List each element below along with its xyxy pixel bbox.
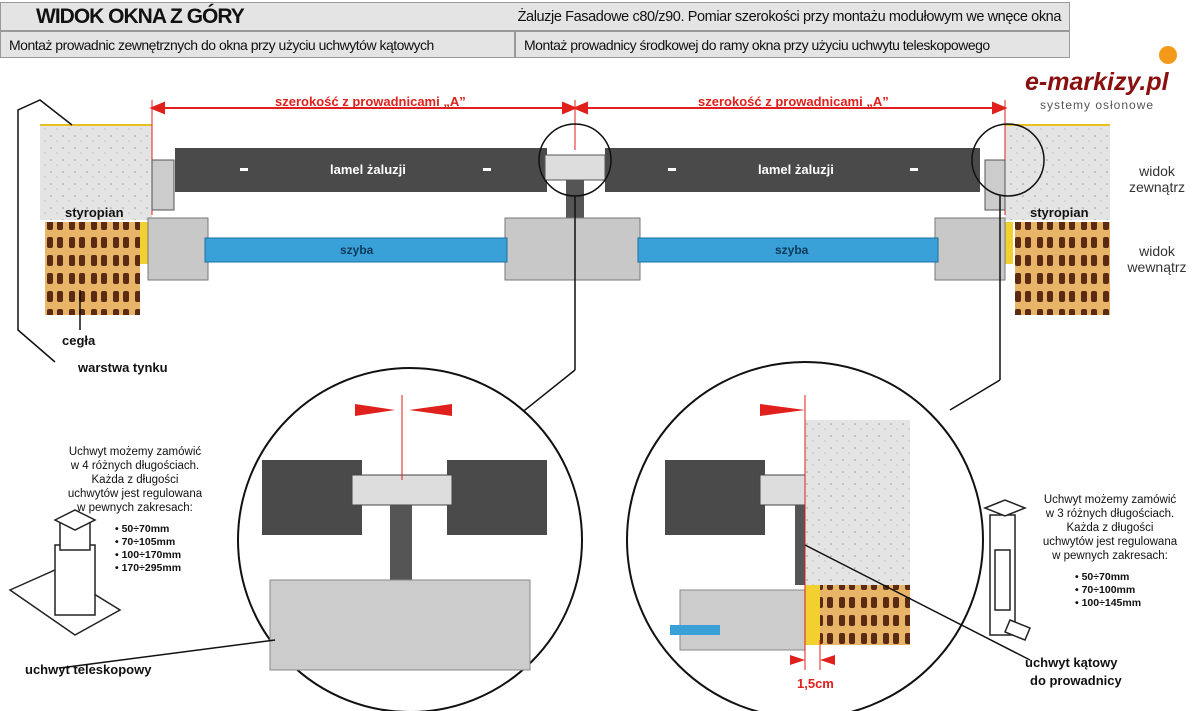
range-item: • 100÷145mm: [1075, 597, 1142, 609]
angle-bracket-illustration: [982, 499, 1031, 641]
lamel-label-right: lamel żaluzji: [758, 162, 834, 177]
range-item: • 50÷70mm: [1075, 571, 1130, 583]
header-row-1: WIDOK OKNA Z GÓRY Żaluzje Fasadowe c80/z…: [0, 2, 1070, 31]
note-line: w 3 różnych długościach.: [1045, 508, 1175, 520]
styrofoam-label-right: styropian: [1030, 205, 1089, 220]
range-item: • 70÷100mm: [1075, 584, 1136, 596]
range-item: • 50÷70mm: [115, 523, 170, 535]
offset-label: 1,5cm: [797, 676, 834, 691]
right-caption-cell: Montaż prowadnicy środkowej do ramy okna…: [515, 31, 1070, 58]
styrofoam-label-left: styropian: [65, 205, 124, 220]
width-label-left: szerokość z prowadnicami „A”: [275, 94, 466, 109]
range-item: • 70÷105mm: [115, 536, 176, 548]
glass-label-right: szyba: [775, 243, 809, 257]
glass-right: [637, 237, 939, 263]
left-caption: Montaż prowadnic zewnętrznych do okna pr…: [9, 37, 434, 53]
logo-sun-icon: [1159, 46, 1177, 64]
width-label-right: szerokość z prowadnicami „A”: [698, 94, 889, 109]
logo-tagline: systemy osłonowe: [1040, 98, 1155, 112]
view-inside-label: widok wewnątrz: [1127, 243, 1187, 275]
telescopic-note: Uchwyt możemy zamówić w 4 różnych długoś…: [55, 445, 215, 575]
range-item: • 170÷295mm: [115, 562, 182, 574]
range-item: • 100÷170mm: [115, 549, 182, 561]
telescopic-bracket-illustration: [8, 509, 122, 636]
angle-note: Uchwyt możemy zamówić w 3 różnych długoś…: [1030, 493, 1190, 610]
view-outside-label: widok zewnątrz: [1128, 163, 1186, 195]
note-line: uchwytów jest regulowana: [67, 488, 203, 500]
left-concrete-wall: [40, 125, 152, 220]
glass-left: [204, 237, 508, 263]
logo-name: e-markizy.pl: [1025, 68, 1169, 96]
right-caption: Montaż prowadnicy środkowej do ramy okna…: [524, 37, 990, 53]
note-line: w pewnych zakresach:: [77, 502, 193, 514]
brick-label: cegła: [62, 333, 96, 348]
note-line: uchwytów jest regulowana: [1042, 536, 1178, 548]
angle-bracket-label-1: uchwyt kątowy: [1025, 655, 1118, 670]
note-line: Uchwyt możemy zamówić: [68, 446, 202, 458]
note-line: w 4 różnych długościach.: [70, 460, 200, 472]
plaster-label: warstwa tynku: [78, 360, 168, 375]
right-concrete-wall: [1005, 125, 1110, 220]
left-caption-cell: Montaż prowadnic zewnętrznych do okna pr…: [0, 31, 515, 58]
right-brick-wall: [1015, 222, 1110, 315]
glass-label-left: szyba: [340, 243, 374, 257]
left-brick-wall: [45, 222, 140, 315]
note-line: Każda z długości: [91, 474, 179, 486]
angle-bracket-label-2: do prowadnicy: [1030, 673, 1122, 688]
page-subtitle: Żaluzje Fasadowe c80/z90. Pomiar szeroko…: [517, 9, 1062, 25]
page-title: WIDOK OKNA Z GÓRY: [36, 5, 245, 28]
note-line: Uchwyt możemy zamówić: [1043, 494, 1177, 506]
note-line: Każda z długości: [1066, 522, 1154, 534]
note-line: w pewnych zakresach:: [1052, 550, 1168, 562]
telescopic-bracket-label: uchwyt teleskopowy: [25, 662, 152, 677]
lamel-label-left: lamel żaluzji: [330, 162, 406, 177]
